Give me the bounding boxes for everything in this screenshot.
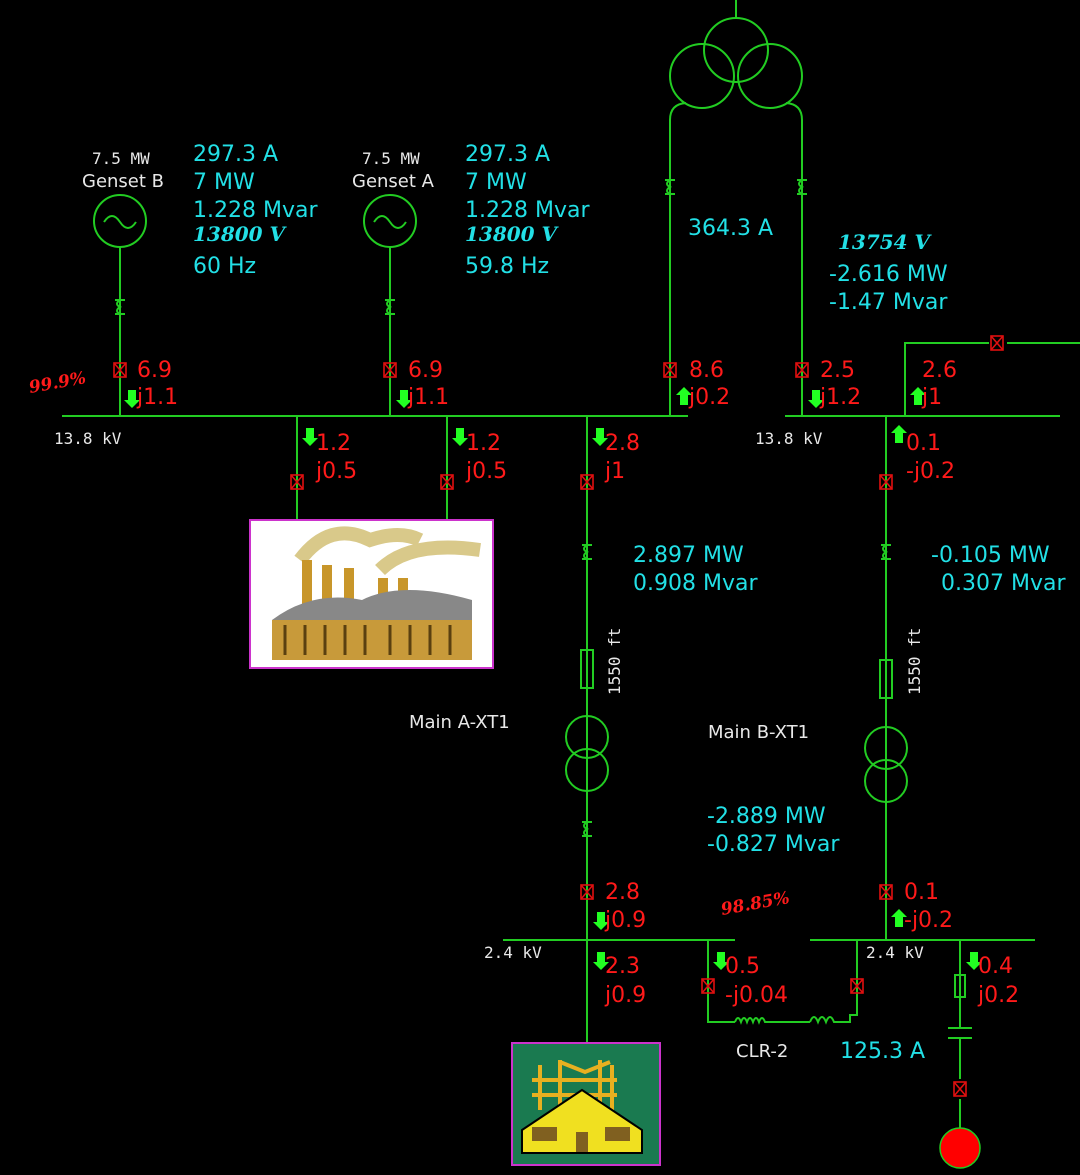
flow-p: 2.3 — [605, 954, 640, 979]
flow-p: 2.8 — [605, 880, 640, 905]
generator-icon[interactable] — [93, 194, 147, 416]
flow-q: j0.2 — [688, 385, 730, 410]
flow-p: 1.2 — [316, 431, 351, 456]
cable-icon — [879, 659, 893, 699]
genset-b-mw: 7 MW — [193, 170, 255, 195]
motor-icon[interactable] — [939, 1127, 981, 1169]
genset-a-mw: 7 MW — [465, 170, 527, 195]
genset-b-loading: 99.9% — [27, 368, 87, 398]
flow-q: j0.9 — [604, 983, 646, 1008]
genset-a-voltage: 13800 V — [465, 222, 560, 246]
flow-q: -j0.2 — [904, 908, 953, 933]
flow-p: 0.1 — [904, 880, 939, 905]
industrial-load-icon[interactable] — [249, 519, 494, 669]
reactor-icon[interactable] — [734, 1017, 770, 1025]
cable-b-length: 1550 ft — [905, 628, 924, 695]
bus-right-mvar: -1.47 Mvar — [829, 290, 948, 315]
xfmr-a-mvar: 0.908 Mvar — [633, 571, 758, 596]
lv-bus-b-voltage-label: 2.4 kV — [866, 943, 924, 962]
substation-load-icon[interactable] — [511, 1042, 661, 1166]
flow-q: j0.5 — [315, 459, 357, 484]
genset-b-frequency: 60 Hz — [193, 254, 256, 279]
flow-q: j1.1 — [407, 385, 449, 410]
flow-p: 0.4 — [978, 954, 1013, 979]
flow-q: j0.2 — [977, 983, 1019, 1008]
genset-a-name: Genset A — [352, 171, 435, 192]
cable-a-length: 1550 ft — [605, 628, 624, 695]
xfmr-b-name: Main B-XT1 — [708, 722, 809, 743]
flow-q: -j0.04 — [725, 983, 788, 1008]
flow-p: 2.5 — [820, 358, 855, 383]
genset-a-current: 297.3 A — [465, 142, 550, 167]
reactor-current: 125.3 A — [840, 1039, 925, 1064]
genset-b-name: Genset B — [82, 171, 164, 192]
flow-p: 2.6 — [922, 358, 957, 383]
transformer-icon[interactable] — [565, 715, 609, 792]
ct-icon — [809, 1016, 838, 1025]
cable-icon — [580, 649, 594, 689]
flow-p: 2.8 — [605, 431, 640, 456]
utility-transformer-icon[interactable] — [669, 0, 803, 416]
generator-icon[interactable] — [363, 194, 417, 416]
flow-p: 1.2 — [466, 431, 501, 456]
flow-q: j1.1 — [136, 385, 178, 410]
flow-q: j0.5 — [465, 459, 507, 484]
bus-right-voltage: 13754 V — [838, 230, 933, 254]
flow-q: j1 — [921, 385, 942, 410]
bus-right-mw: -2.616 MW — [829, 262, 948, 287]
transformer-icon[interactable] — [864, 726, 908, 803]
fuse-icon — [954, 974, 966, 998]
arrow-up-icon — [891, 425, 907, 443]
lv-bus-loading: 98.85% — [719, 888, 791, 920]
bus-right-voltage-label: 13.8 kV — [755, 429, 823, 448]
xfmr-b-mw: -0.105 MW — [931, 543, 1050, 568]
xfmr-b-lv-mw: -2.889 MW — [707, 804, 826, 829]
flow-q: j1 — [604, 459, 625, 484]
genset-a-rating: 7.5 MW — [362, 149, 420, 168]
capacitor-icon — [948, 1027, 972, 1039]
xfmr-a-name: Main A-XT1 — [409, 712, 510, 733]
genset-b-mvar: 1.228 Mvar — [193, 198, 318, 223]
flow-p: 0.5 — [725, 954, 760, 979]
xfmr-b-mvar: 0.307 Mvar — [941, 571, 1066, 596]
genset-a-frequency: 59.8 Hz — [465, 254, 549, 279]
xfmr-b-lv-mvar: -0.827 Mvar — [707, 832, 840, 857]
flow-p: 6.9 — [137, 358, 172, 383]
flow-p: 0.1 — [906, 431, 941, 456]
flow-p: 8.6 — [689, 358, 724, 383]
flow-q: j0.9 — [604, 908, 646, 933]
genset-b-voltage: 13800 V — [193, 222, 288, 246]
reactor-name: CLR-2 — [736, 1041, 788, 1062]
genset-b-current: 297.3 A — [193, 142, 278, 167]
flow-q: j1.2 — [819, 385, 861, 410]
genset-a-mvar: 1.228 Mvar — [465, 198, 590, 223]
flow-p: 6.9 — [408, 358, 443, 383]
xfmr-a-mw: 2.897 MW — [633, 543, 744, 568]
flow-q: -j0.2 — [906, 459, 955, 484]
genset-b-rating: 7.5 MW — [92, 149, 150, 168]
lv-bus-a-voltage-label: 2.4 kV — [484, 943, 542, 962]
utility-current: 364.3 A — [688, 216, 773, 241]
bus-left-voltage-label: 13.8 kV — [54, 429, 122, 448]
